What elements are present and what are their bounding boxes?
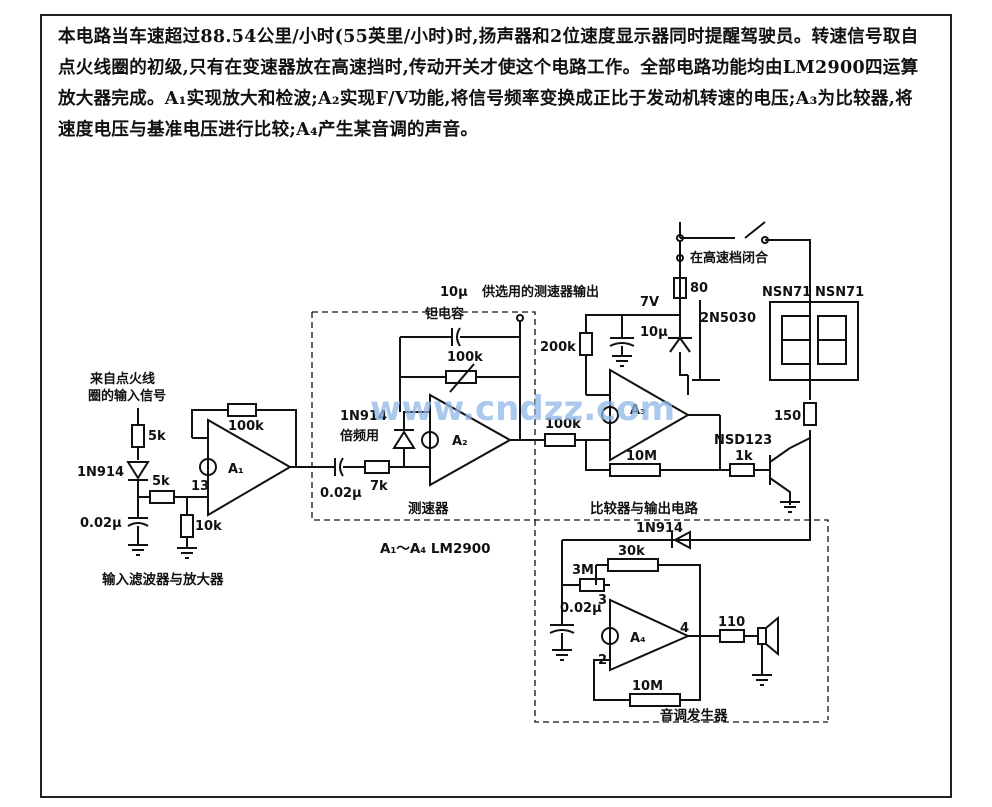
label-pin4: 4 [680,621,689,636]
label-a1: A₁ [228,462,244,477]
section-box-tone [534,520,828,723]
capacitor-tone [549,624,575,634]
label-r-7k: 7k [370,479,388,494]
label-c-in: 0.02μ [80,516,122,531]
label-r-100k-pot: 100k [447,350,483,365]
label-r-10m-a: 10M [626,449,657,464]
label-pin13: 13 [191,479,209,494]
resistor-5k-a [131,424,145,448]
label-r-100k-fb: 100k [228,419,264,434]
op-amp-a4 [609,598,691,672]
resistor-10m-b [629,693,681,707]
resistor-100k-feedback [227,403,257,417]
speaker [757,627,767,645]
potentiometer-100k [445,370,477,384]
label-doubler-2: 倍频用 [340,428,379,444]
diode-1n914-output [672,530,691,550]
tone-stage [549,530,779,707]
label-r-150: 150 [774,409,801,424]
diode-1n914-input [126,461,150,480]
label-c-coupling: 0.02μ [320,486,362,501]
label-input-signal-1: 来自点火线 [89,371,155,387]
label-pin2: 2 [598,653,607,668]
capacitor-input [127,517,149,527]
label-disp-2: NSN71 [815,285,864,300]
label-r-10k: 10k [195,519,222,534]
label-diode-in: 1N914 [77,465,124,480]
label-r-80: 80 [690,281,708,296]
ground-symbol [128,526,148,556]
resistor-200k [579,332,593,356]
resistor-3m [579,578,605,592]
circuit-description: 本电路当车速超过88.54公里/小时(55英里/小时)时,扬声器和2位速度显示器… [58,27,919,140]
label-a3: A₃ [630,403,646,418]
resistor-1k [729,463,755,477]
section-title-tach: 测速器 [408,500,449,517]
label-r-10m-b: 10M [632,679,663,694]
label-c-tant-name: 钽电容 [425,306,464,322]
label-r-100k-in: 100k [545,417,581,432]
label-pin3: 3 [598,593,607,608]
label-c-tant-value: 10μ [440,285,468,300]
diode-doubler [392,430,416,449]
label-a4: A₄ [630,631,646,646]
label-input-signal-2: 圈的输入信号 [88,388,166,404]
tach-output-terminal [516,314,524,322]
section-title-comparator: 比较器与输出电路 [590,500,698,517]
resistor-100k-input [544,433,576,447]
seven-segment-display [769,301,859,381]
watermark: www.cndzz.com [370,389,675,429]
resistor-10k [180,514,194,538]
label-tach-out: 供选用的测速器输出 [481,284,599,300]
label-disp-1: NSN71 [762,285,811,300]
section-divider-lower [311,312,829,720]
resistor-5k-b [149,490,175,504]
label-diode-out: 1N914 [636,521,683,536]
figure-border [40,14,952,798]
section-title-input: 输入滤波器与放大器 [102,571,224,588]
tach-stage [334,314,545,487]
label-c-10u: 10μ [640,325,668,340]
label-transistor: NSD123 [714,433,772,448]
label-switch-note: 在高速档闭合 [690,250,769,266]
capacitor-10u [609,315,635,347]
section-box-tach [312,311,536,520]
zener-2n5030 [687,300,720,395]
label-r-110: 110 [718,615,745,630]
label-ic-note: A₁～A₄ LM2900 [380,541,491,557]
comparator-stage [544,221,859,541]
resistor-10m-a [609,463,661,477]
label-r-3m: 3M [572,563,594,578]
label-r-200k: 200k [540,340,576,355]
resistor-7k [364,460,390,474]
label-zener: 2N5030 [700,311,756,326]
resistor-150 [803,402,817,426]
gear-switch [680,221,766,239]
input-stage [126,403,335,559]
capacitor-coupling [334,457,344,477]
label-doubler-1: 1N914 [340,409,387,424]
label-r-30k: 30k [618,544,645,559]
label-c-002-tone: 0.02μ [560,601,602,616]
label-r-5k-b: 5k [152,474,170,489]
label-r-5k-a: 5k [148,429,166,444]
tantalum-capacitor [451,327,461,347]
op-amp-a1 [207,418,292,517]
resistor-110 [719,629,745,643]
section-title-tone: 音调发生器 [660,707,728,724]
label-v7: 7V [640,295,659,310]
label-a2: A₂ [452,434,468,449]
label-r-1k: 1k [735,449,753,464]
resistor-30k [607,558,659,572]
